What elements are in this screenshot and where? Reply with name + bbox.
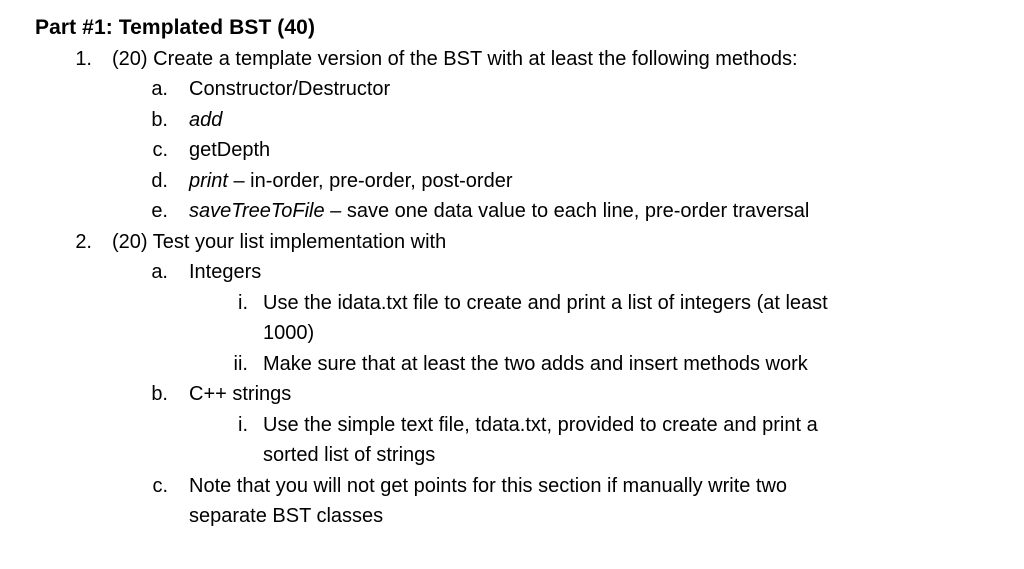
list-item-text: Note that you will not get points for th… bbox=[189, 471, 1016, 532]
list-item-text: Constructor/Destructor bbox=[189, 74, 1016, 105]
list-marker: c. bbox=[152, 139, 168, 161]
list-item-text: saveTreeToFile – save one data value to … bbox=[189, 196, 1016, 227]
list-item-emphasis: print bbox=[189, 169, 228, 192]
list-item-text: Make sure that at least the two adds and… bbox=[263, 349, 1016, 380]
list-item-body: (20) Create a template version of the BS… bbox=[112, 47, 798, 70]
list-item-text: Use the simple text file, tdata.txt, pro… bbox=[263, 410, 1016, 471]
list-item: i. Use the idata.txt file to create and … bbox=[35, 288, 1016, 349]
list-item-text: (20) Create a template version of the BS… bbox=[112, 44, 1016, 75]
list-item-emphasis: add bbox=[189, 108, 223, 131]
list-item-emphasis: saveTreeToFile bbox=[189, 200, 325, 222]
list-marker: c. bbox=[152, 474, 168, 497]
list-item: e. saveTreeToFile – save one data value … bbox=[35, 196, 1016, 227]
list-item-text: getDepth bbox=[189, 135, 1016, 166]
list-item-body: – in-order, pre-order, post-order bbox=[227, 169, 513, 192]
list-marker: ii. bbox=[233, 352, 248, 375]
list-marker: a. bbox=[151, 261, 168, 283]
list-item: b. C++ strings bbox=[35, 379, 1016, 410]
list-item-body: (20) Test your list implementation with bbox=[112, 230, 447, 253]
list-item: b. add bbox=[35, 105, 1016, 136]
list-item-body: Use the simple text file, tdata.txt, pro… bbox=[263, 413, 818, 467]
list-item-body: C++ strings bbox=[189, 383, 292, 405]
list-item-text: print – in-order, pre-order, post-order bbox=[189, 166, 1016, 197]
list-item-text: Use the idata.txt file to create and pri… bbox=[263, 288, 1016, 349]
list-marker: 2. bbox=[75, 230, 92, 253]
document-title: Part #1: Templated BST (40) bbox=[35, 16, 316, 39]
list-marker: 1. bbox=[75, 47, 92, 70]
list-marker: i. bbox=[238, 291, 248, 314]
list-item: c. getDepth bbox=[35, 135, 1016, 166]
list-marker: d. bbox=[151, 169, 168, 192]
list-item-body: getDepth bbox=[189, 139, 271, 161]
list-item-body: Note that you will not get points for th… bbox=[189, 474, 788, 528]
list-item: a. Integers bbox=[35, 257, 1016, 288]
list-marker: b. bbox=[151, 108, 168, 131]
list-item-text: (20) Test your list implementation with bbox=[112, 227, 1016, 258]
list-item-text: C++ strings bbox=[189, 379, 1016, 410]
list-item: 1. (20) Create a template version of the… bbox=[35, 44, 1016, 75]
list-marker: a. bbox=[151, 78, 168, 100]
list-item: c. Note that you will not get points for… bbox=[35, 471, 1016, 532]
list-item: d. print – in-order, pre-order, post-ord… bbox=[35, 166, 1016, 197]
list-item-body: – save one data value to each line, pre-… bbox=[324, 200, 810, 222]
list-item: 2. (20) Test your list implementation wi… bbox=[35, 227, 1016, 258]
list-item: a. Constructor/Destructor bbox=[35, 74, 1016, 105]
list-item: ii. Make sure that at least the two adds… bbox=[35, 349, 1016, 380]
list-marker: i. bbox=[238, 413, 248, 436]
list-item-text: Integers bbox=[189, 257, 1016, 288]
list-item-body: Make sure that at least the two adds and… bbox=[263, 352, 808, 375]
list-item-body: Integers bbox=[189, 261, 262, 283]
list-item-body: Use the idata.txt file to create and pri… bbox=[263, 291, 828, 345]
list-item-text: add bbox=[189, 105, 1016, 136]
list-item: i. Use the simple text file, tdata.txt, … bbox=[35, 410, 1016, 471]
list-marker: b. bbox=[151, 383, 168, 405]
list-item-body: Constructor/Destructor bbox=[189, 78, 391, 100]
list-marker: e. bbox=[151, 200, 168, 222]
